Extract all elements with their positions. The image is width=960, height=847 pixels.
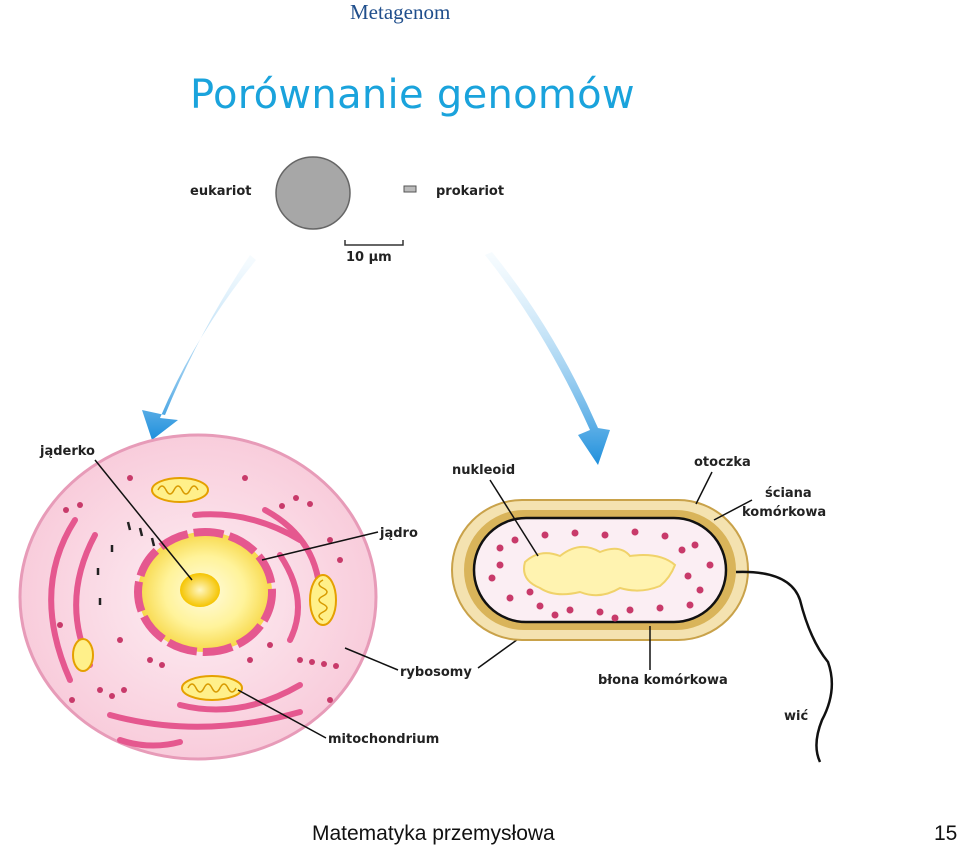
nucleoid bbox=[523, 545, 677, 597]
cell-membrane-label: błona komórkowa bbox=[598, 673, 728, 688]
prokaryote-label: prokariot bbox=[436, 184, 504, 199]
nucleoid-label: nukleoid bbox=[452, 463, 515, 478]
eukaryote-ribosomes bbox=[57, 475, 343, 703]
flagellum bbox=[735, 570, 834, 763]
mitochondria bbox=[72, 477, 337, 701]
nucleolus-label: jąderko bbox=[39, 444, 95, 459]
cell-wall-label-line2: komórkowa bbox=[742, 505, 826, 520]
eukaryotic-cell bbox=[18, 433, 378, 761]
flagellum-label: wić bbox=[784, 709, 808, 724]
prokaryote-ribosomes bbox=[488, 528, 714, 622]
arrow-to-eukaryote bbox=[142, 255, 256, 440]
cell-comparison-diagram: eukariot prokariot 10 μm bbox=[18, 156, 834, 763]
page-number: 15 bbox=[934, 822, 958, 845]
header-brand: Metagenom bbox=[350, 0, 451, 24]
nucleus-label: jądro bbox=[379, 526, 418, 541]
mitochondrion-label: mitochondrium bbox=[328, 732, 439, 747]
slide-title: Porównanie genomów bbox=[190, 72, 635, 118]
cell-wall-label-line1: ściana bbox=[765, 486, 812, 501]
eukaryote-label: eukariot bbox=[190, 184, 252, 199]
nucleolus bbox=[180, 573, 220, 607]
capsule-label: otoczka bbox=[694, 455, 751, 470]
prokaryote-size-rect bbox=[403, 185, 417, 193]
ribosomes-label: rybosomy bbox=[400, 665, 472, 680]
prokaryotic-cell bbox=[451, 499, 834, 763]
scale-label: 10 μm bbox=[346, 250, 392, 265]
scale-bar bbox=[344, 240, 404, 246]
arrow-to-prokaryote bbox=[485, 252, 610, 465]
eukaryote-size-blob bbox=[275, 156, 351, 230]
footer-course: Matematyka przemysłowa bbox=[312, 822, 555, 845]
